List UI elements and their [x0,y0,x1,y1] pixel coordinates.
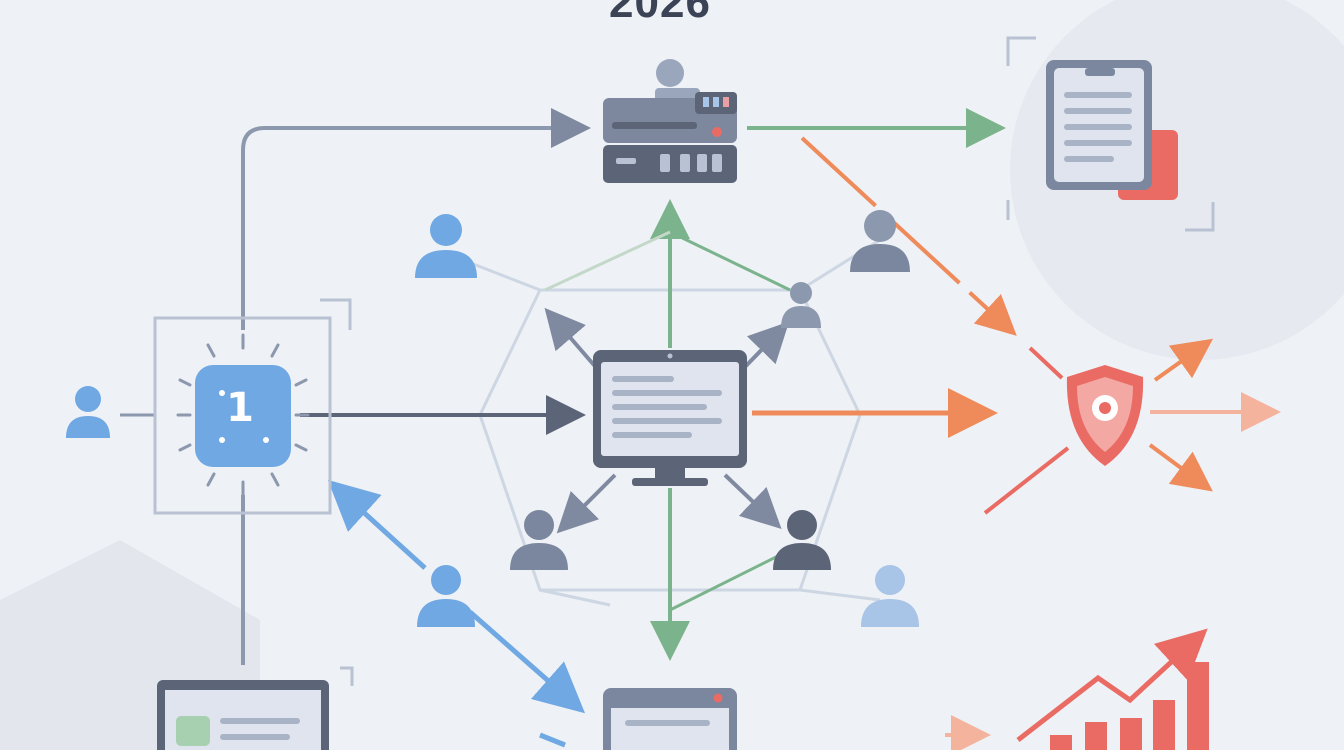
blue-connectors [327,479,586,748]
user-icon [850,210,910,272]
browser-window-icon [603,688,737,750]
user-icon [781,282,821,328]
monitor-icon [593,350,747,486]
laptop-icon [157,666,354,750]
user-icon [66,386,110,438]
user-icon [415,214,477,278]
growth-chart-icon [1016,628,1209,750]
year-heading: 2026 [609,0,711,27]
user-icon [510,510,568,570]
chip-label: 1 [226,385,254,431]
chip-icon [153,298,352,515]
user-icon [861,565,919,627]
user-icon [417,565,475,627]
user-icon [773,510,831,570]
shield-icon [1066,365,1144,466]
green-connectors [544,108,1006,661]
alert-connectors [752,136,1281,750]
server-icon [603,59,737,183]
document-icon [1006,36,1215,232]
